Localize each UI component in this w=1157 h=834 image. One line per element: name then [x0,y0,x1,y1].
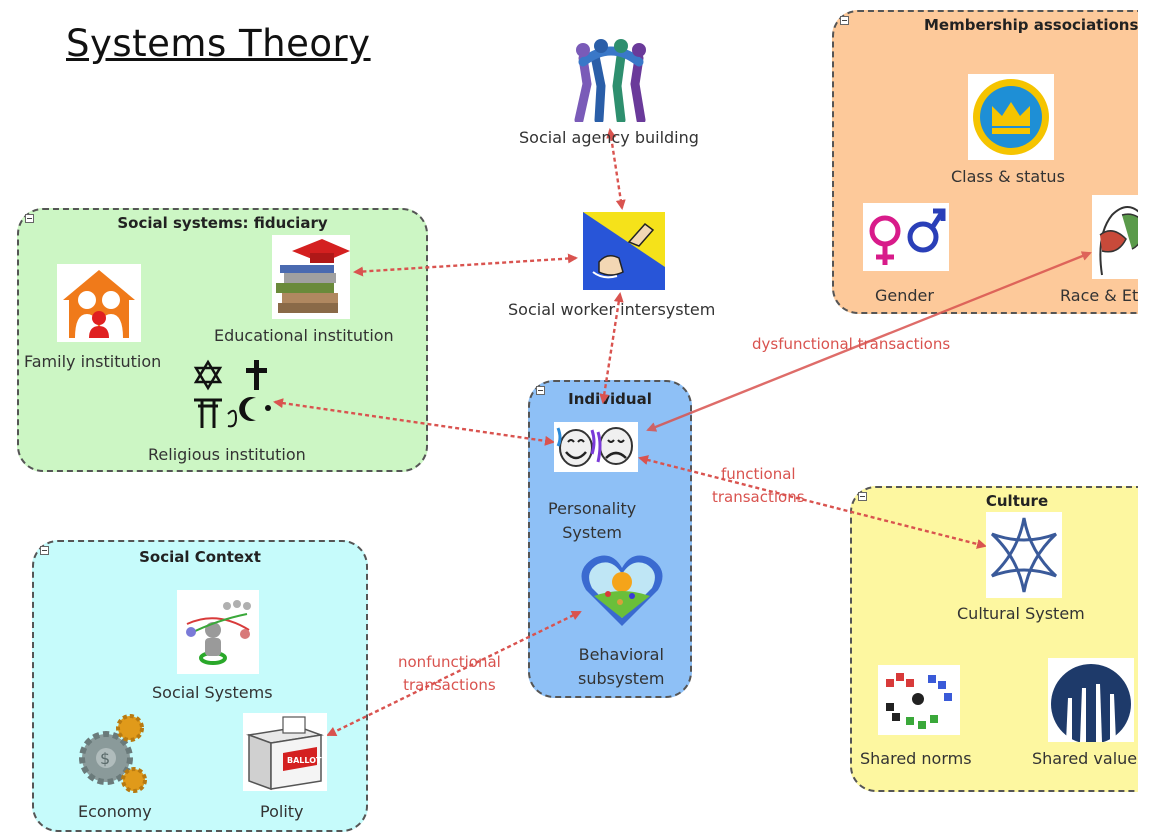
edge-individual-intersystem [599,292,624,404]
node-label-race: Race & Ethnicity [1060,286,1138,305]
network-people-icon[interactable] [177,590,259,674]
heart-children-icon[interactable] [580,550,664,630]
node-label-cultural: Cultural System [957,604,1085,623]
node-label-gender: Gender [875,286,934,305]
node-label-values: Shared values [1032,749,1138,768]
ballot-box-icon[interactable]: BALLOT [243,713,327,791]
edge-label-nonfunctional: nonfunctional transactions [398,651,501,697]
group-title-fiduciary: Social systems: fiduciary [117,214,328,232]
node-label-social-systems: Social Systems [152,683,273,702]
group-title-culture: Culture [985,492,1049,510]
books-graduation-cap-icon[interactable] [272,235,350,319]
edge-agency-intersystem [606,128,626,210]
gears-coins-icon[interactable]: $ [72,710,154,796]
theater-masks-icon[interactable] [554,422,638,472]
edge-religion-personality [273,398,555,446]
collapse-icon[interactable] [25,214,34,223]
edge-label-dysfunctional: dysfunctional transactions [752,335,951,353]
raised-hands-icon[interactable] [1048,658,1134,742]
svg-text:$: $ [100,749,110,768]
node-label-polity: Polity [260,802,304,821]
edge-nonfunctional [326,610,582,737]
group-title-context: Social Context [139,548,261,566]
diverse-faces-icon[interactable] [1092,195,1138,279]
gender-symbols-icon[interactable] [863,203,949,271]
edge-dysfunctional [646,251,1092,432]
religious-symbols-icon[interactable] [192,356,276,432]
collapse-icon[interactable] [40,546,49,555]
edge-label-line: functional [720,465,796,483]
edge-label-line: nonfunctional [398,653,501,671]
node-label-education: Educational institution [214,326,394,345]
edge-intersystem-education [353,253,578,277]
star-symbol-icon[interactable] [986,512,1062,598]
people-huddle-icon[interactable] [565,36,659,122]
node-label-line: System [562,523,622,542]
node-label-religion: Religious institution [148,445,306,464]
svg-text:BALLOT: BALLOT [287,756,322,765]
node-label-family: Family institution [24,352,162,371]
group-title-membership: Membership associations [924,16,1138,34]
node-label-norms: Shared norms [860,749,972,768]
node-label-class: Class & status [951,167,1065,186]
people-circle-icon[interactable] [878,665,960,735]
family-house-icon[interactable] [57,264,141,342]
collapse-icon[interactable] [840,16,849,25]
node-label-line: subsystem [578,669,665,688]
node-label-behavioral: Behavioral subsystem [578,643,664,691]
node-label-line: Personality [548,499,637,518]
node-label-agency: Social agency building [519,128,699,147]
node-label-economy: Economy [78,802,152,821]
edge-label-functional: functional transactions [712,463,805,509]
node-label-line: Behavioral [578,645,664,664]
node-label-personality: Personality System [548,497,636,545]
crown-badge-icon[interactable] [968,74,1054,160]
collapse-icon[interactable] [536,386,545,395]
page-title: Systems Theory [66,22,371,65]
node-label-intersystem: Social worker intersystem [508,300,716,319]
edge-label-line: transactions [712,488,805,506]
edge-label-line: transactions [403,676,496,694]
edge-functional [638,455,987,549]
helping-hands-icon[interactable] [583,212,665,290]
